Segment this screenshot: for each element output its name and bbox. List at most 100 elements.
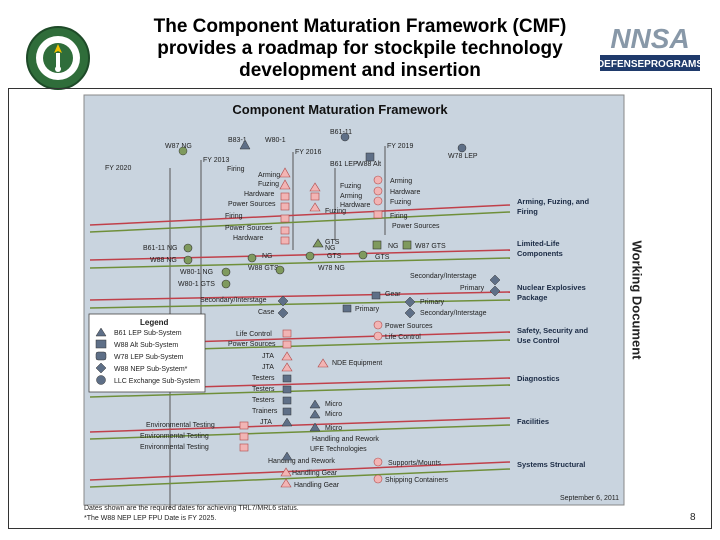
category-label: Systems Structural xyxy=(517,460,585,469)
label-fy2019: FY 2019 xyxy=(387,143,413,150)
circle-marker xyxy=(183,243,193,253)
item-text: Primary xyxy=(355,306,380,313)
item-text: Secondary/Interstage xyxy=(200,297,267,304)
square-marker xyxy=(373,210,383,219)
square-marker xyxy=(282,407,292,416)
label-b61-11: B61-11 xyxy=(330,129,352,136)
left-items: Firing Arming Fuzing Hardware Power Sour… xyxy=(140,166,340,489)
item-text: Environmental Testing xyxy=(146,422,215,429)
item-text: Hardware xyxy=(244,191,274,198)
b61-11-circle xyxy=(340,132,350,142)
circle-marker xyxy=(221,279,231,289)
square-marker xyxy=(282,396,292,405)
item-text: Firing xyxy=(227,166,245,173)
triangle-marker xyxy=(281,362,293,372)
doe-seal-icon xyxy=(26,26,90,90)
square-marker xyxy=(239,432,249,441)
category-label: Safety, Security and xyxy=(517,326,589,335)
item-text: W88 GTS xyxy=(248,265,279,272)
label-w88-alt: W88 Alt xyxy=(357,161,381,168)
item-text: Micro xyxy=(325,425,342,432)
item-text: Arming xyxy=(340,193,362,200)
square-marker xyxy=(371,291,381,300)
category-label: Arming, Fuzing, and xyxy=(517,197,589,206)
label-b83-1: B83-1 xyxy=(228,137,247,144)
title-line: The Component Maturation Framework (CMF) xyxy=(153,16,567,37)
square-marker xyxy=(280,226,290,235)
item-text: Power Sources xyxy=(392,223,440,230)
triangle-marker xyxy=(309,202,321,212)
legend-label: W78 LEP Sub-System xyxy=(114,354,184,361)
item-text: Handling and Rework xyxy=(312,436,379,443)
w88alt-square xyxy=(365,152,375,162)
w78lep-circle xyxy=(457,143,467,153)
label-fy2020: FY 2020 xyxy=(105,165,131,172)
item-text: Gear xyxy=(385,291,401,298)
circle-marker xyxy=(373,331,383,341)
page-number: 8 xyxy=(690,512,696,523)
item-text: B61-11 NG xyxy=(143,245,178,252)
circle-marker xyxy=(373,320,383,330)
legend-label: B61 LEP Sub-System xyxy=(114,330,182,337)
diamond-marker xyxy=(277,307,289,319)
legend-triangle-icon xyxy=(95,327,107,337)
triangle-marker xyxy=(309,399,321,409)
label-b61-lep: B61 LEP xyxy=(330,161,358,168)
square-marker xyxy=(342,304,352,313)
item-text: Secondary/Interstage xyxy=(410,273,477,280)
circle-marker xyxy=(247,253,257,263)
item-text: Power Sources xyxy=(225,225,273,232)
working-document-label: Working Document xyxy=(629,240,645,360)
triangle-marker xyxy=(279,179,291,190)
item-text: Fuzing xyxy=(390,199,411,206)
item-text: Arming xyxy=(390,178,412,185)
circle-marker xyxy=(221,267,231,277)
circle-marker xyxy=(275,265,285,275)
square-marker xyxy=(239,421,249,430)
item-text: JTA xyxy=(262,353,274,360)
defense-programs-text: DEFENSEPROGRAMS xyxy=(600,59,700,70)
category-lines xyxy=(89,204,511,488)
label-fy2013: FY 2013 xyxy=(203,157,229,164)
item-text: Secondary/Interstage xyxy=(420,310,487,317)
item-text: UFE Technologies xyxy=(310,446,367,453)
circle-marker xyxy=(373,196,383,206)
page-title: The Component Maturation Framework (CMF)… xyxy=(110,16,610,82)
item-text: Shipping Containers xyxy=(385,477,449,484)
nnsa-text: NNSA xyxy=(610,23,689,54)
item-text: Trainers xyxy=(252,408,278,415)
triangle-marker xyxy=(281,351,293,361)
legend-square-icon xyxy=(95,339,107,349)
diamond-marker xyxy=(404,296,416,308)
item-text: Hardware xyxy=(340,202,370,209)
item-text: Handling and Rework xyxy=(268,458,335,465)
item-text: Fuzing xyxy=(325,208,346,215)
circle-marker xyxy=(373,457,383,467)
legend-label: W88 Alt Sub-System xyxy=(114,342,178,349)
square-marker xyxy=(280,236,290,245)
triangle-marker xyxy=(281,451,293,461)
subsystem-markers xyxy=(183,167,501,488)
category-label: Limited-Life xyxy=(517,239,560,248)
square-marker xyxy=(280,202,290,211)
legend-circle-icon xyxy=(96,375,106,385)
item-text: Handling Gear xyxy=(292,470,338,477)
diagram-title: Component Maturation Framework xyxy=(232,102,448,117)
item-text: Primary xyxy=(460,285,485,292)
square-marker xyxy=(239,443,249,452)
item-text: GTS xyxy=(325,239,340,246)
item-text: Testers xyxy=(252,397,275,404)
legend-box xyxy=(88,313,206,393)
item-text: Power Sources xyxy=(228,201,276,208)
square-marker xyxy=(282,374,292,383)
square-marker xyxy=(280,192,290,201)
square-marker xyxy=(282,385,292,394)
b83-triangle xyxy=(239,139,251,150)
legend-label: LLC Exchange Sub-System xyxy=(114,378,200,385)
item-text: JTA xyxy=(262,364,274,371)
item-text: Handling Gear xyxy=(294,482,340,489)
item-text: Testers xyxy=(252,386,275,393)
triangle-marker xyxy=(309,409,321,419)
item-text: Arming xyxy=(258,172,280,179)
